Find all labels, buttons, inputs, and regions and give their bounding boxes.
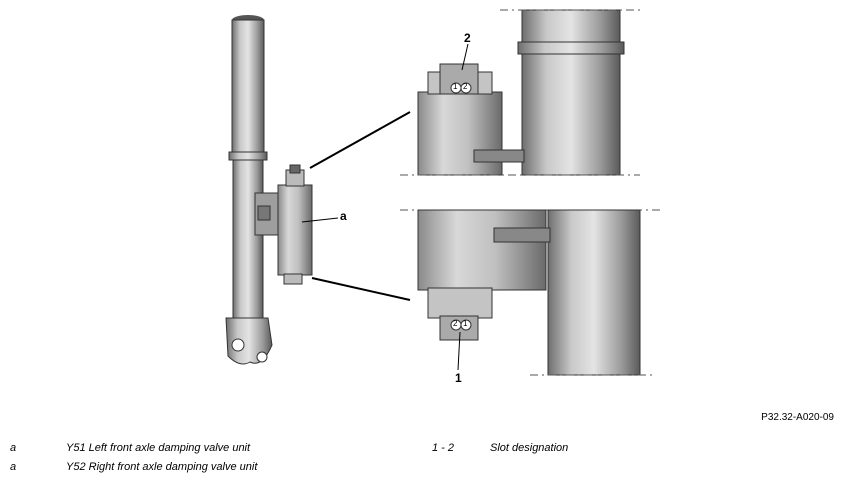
callout-slot-2: 2 [464,31,471,45]
legend-text-slot: Slot designation [490,442,569,454]
legend-text: Y52 Right front axle damping valve unit [66,461,258,473]
pin-label-bottom-2: 2 [453,319,458,328]
pin-label-top-1: 1 [453,82,458,91]
legend-key: a [10,442,17,454]
pin-label-bottom-1: 1 [463,319,468,328]
legend-text: Y51 Left front axle damping valve unit [66,442,251,454]
figure-reference-code: P32.32-A020-09 [761,412,834,423]
callout-slot-1: 1 [455,371,462,385]
pin-label-top-2: 2 [463,82,468,91]
legend-key-slot: 1 - 2 [432,442,455,454]
strut-overview [225,15,411,365]
legend-key: a [10,461,17,473]
callout-a: a [340,209,347,223]
damping-valve-diagram [225,9,660,376]
detail-view [400,9,660,376]
